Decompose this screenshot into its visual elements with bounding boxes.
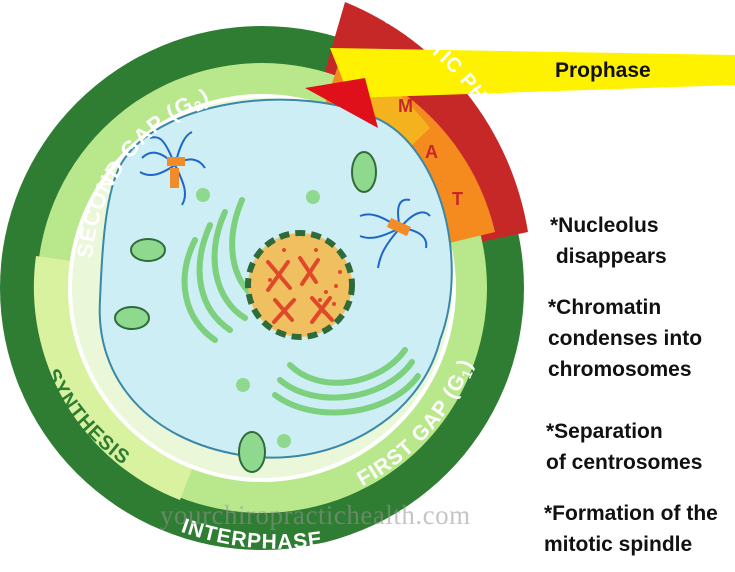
stage-a-label: A <box>425 142 438 162</box>
vesicles <box>196 188 320 448</box>
prophase-pointer-band <box>330 48 735 98</box>
centrosome-right <box>359 198 431 269</box>
chromosomes <box>266 256 334 324</box>
stage-m-label: M <box>398 96 413 116</box>
nucleolus-fragments <box>268 248 342 314</box>
centrosome-left <box>139 131 206 206</box>
prophase-label: Prophase <box>555 59 651 82</box>
watermark: yourchiropractichealth.com <box>160 500 471 530</box>
mitochondria <box>114 151 377 473</box>
stage-t-label: T <box>452 189 463 209</box>
prophase-arrowhead <box>305 78 378 128</box>
